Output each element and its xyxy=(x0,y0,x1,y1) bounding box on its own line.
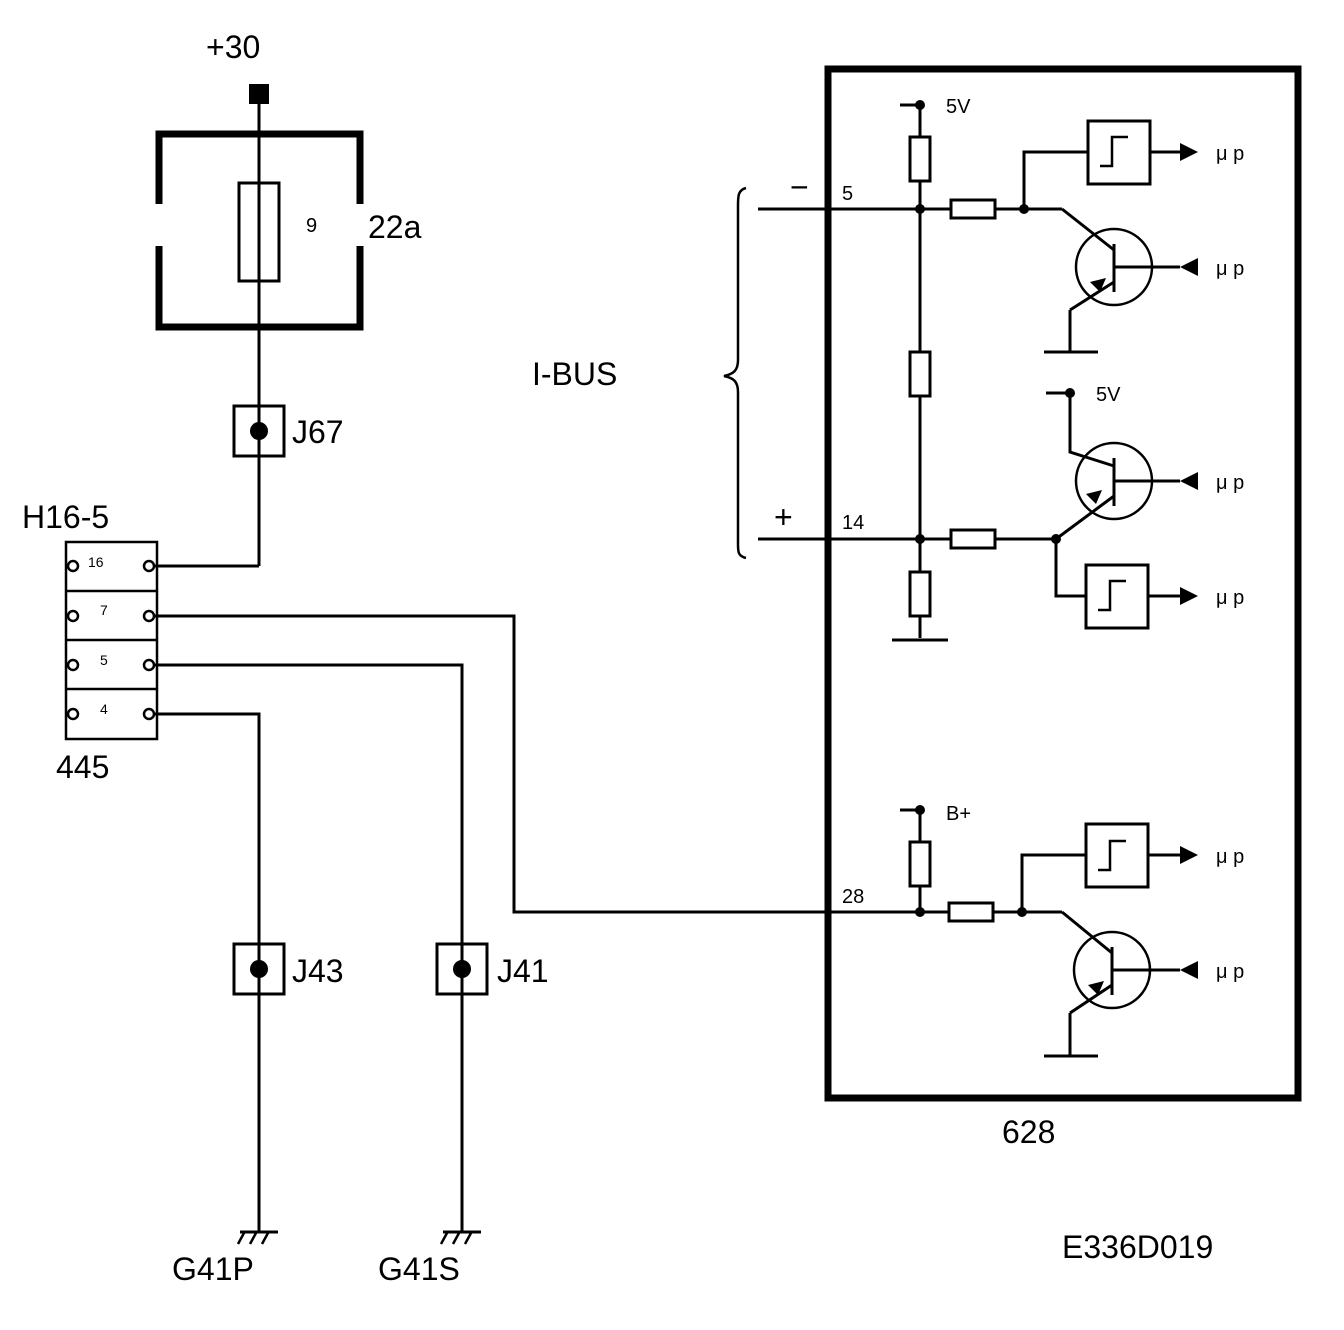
plug-pin-16: 16 xyxy=(88,554,104,570)
plug-pin-5: 5 xyxy=(100,652,108,668)
resistor-pullup-minus xyxy=(908,135,932,183)
plug-name: H16-5 xyxy=(22,499,109,535)
module-id: 628 xyxy=(1002,1114,1055,1150)
transistor-2 xyxy=(1055,393,1180,541)
wire-pin4 xyxy=(154,712,261,1232)
fuse-box-22a xyxy=(155,130,364,331)
connector-j67-label: J67 xyxy=(292,414,344,450)
figure-code: E336D019 xyxy=(1062,1229,1213,1265)
resistor-pulldown-plus xyxy=(908,570,932,618)
connector-j41 xyxy=(435,942,489,996)
module-pin-28: 28 xyxy=(842,886,864,908)
resistor-series-minus xyxy=(949,198,997,220)
fuse-number: 9 xyxy=(306,215,317,237)
supply-terminal xyxy=(249,84,269,104)
supply-bplus: B+ xyxy=(946,803,971,825)
plug-pin-7: 7 xyxy=(100,602,108,618)
ibus-plus-sign: + xyxy=(774,499,793,535)
mcu-label-1: μ p xyxy=(1216,143,1244,165)
plug-pin-4: 4 xyxy=(100,701,108,717)
plug-h16-5 xyxy=(64,540,159,741)
supply-label: +30 xyxy=(206,29,260,65)
connector-j43 xyxy=(232,942,286,996)
fuse-box-label: 22a xyxy=(368,209,422,245)
schmitt-trigger-3 xyxy=(1084,822,1150,889)
supply-5v-bottom: 5V xyxy=(1096,384,1121,406)
mcu-label-6: μ p xyxy=(1216,961,1244,983)
wire-pin5 xyxy=(154,663,464,1232)
resistor-series-28 xyxy=(947,901,995,923)
module-628-housing xyxy=(824,65,1302,1102)
ground-g41s-label: G41S xyxy=(378,1251,460,1287)
resistor-series-plus xyxy=(949,528,997,550)
plug-part: 445 xyxy=(56,749,109,785)
connector-j67 xyxy=(232,404,286,458)
ibus-brace xyxy=(723,186,747,560)
ground-g41p xyxy=(236,1230,278,1245)
schmitt-trigger-1 xyxy=(1086,119,1152,186)
mcu-label-4: μ p xyxy=(1216,587,1244,609)
transistor-3 xyxy=(1044,910,1180,1058)
mcu-label-5: μ p xyxy=(1216,846,1244,868)
ground-g41p-label: G41P xyxy=(172,1251,254,1287)
ground-g41s xyxy=(439,1230,481,1245)
connector-j43-label: J43 xyxy=(292,953,344,989)
resistor-bus-divider xyxy=(908,350,932,398)
connector-j41-label: J41 xyxy=(497,953,549,989)
module-pin-14: 14 xyxy=(842,512,864,534)
ibus-label: I-BUS xyxy=(532,356,617,392)
supply-5v-top: 5V xyxy=(946,96,971,118)
schmitt-trigger-2 xyxy=(1084,563,1150,630)
module-pin-5: 5 xyxy=(842,183,853,205)
resistor-pullup-28 xyxy=(908,840,932,888)
mcu-label-2: μ p xyxy=(1216,258,1244,280)
mcu-label-3: μ p xyxy=(1216,472,1244,494)
transistor-1 xyxy=(1044,207,1180,354)
wire-pin7 xyxy=(154,614,920,914)
ibus-minus-sign: − xyxy=(790,169,809,205)
